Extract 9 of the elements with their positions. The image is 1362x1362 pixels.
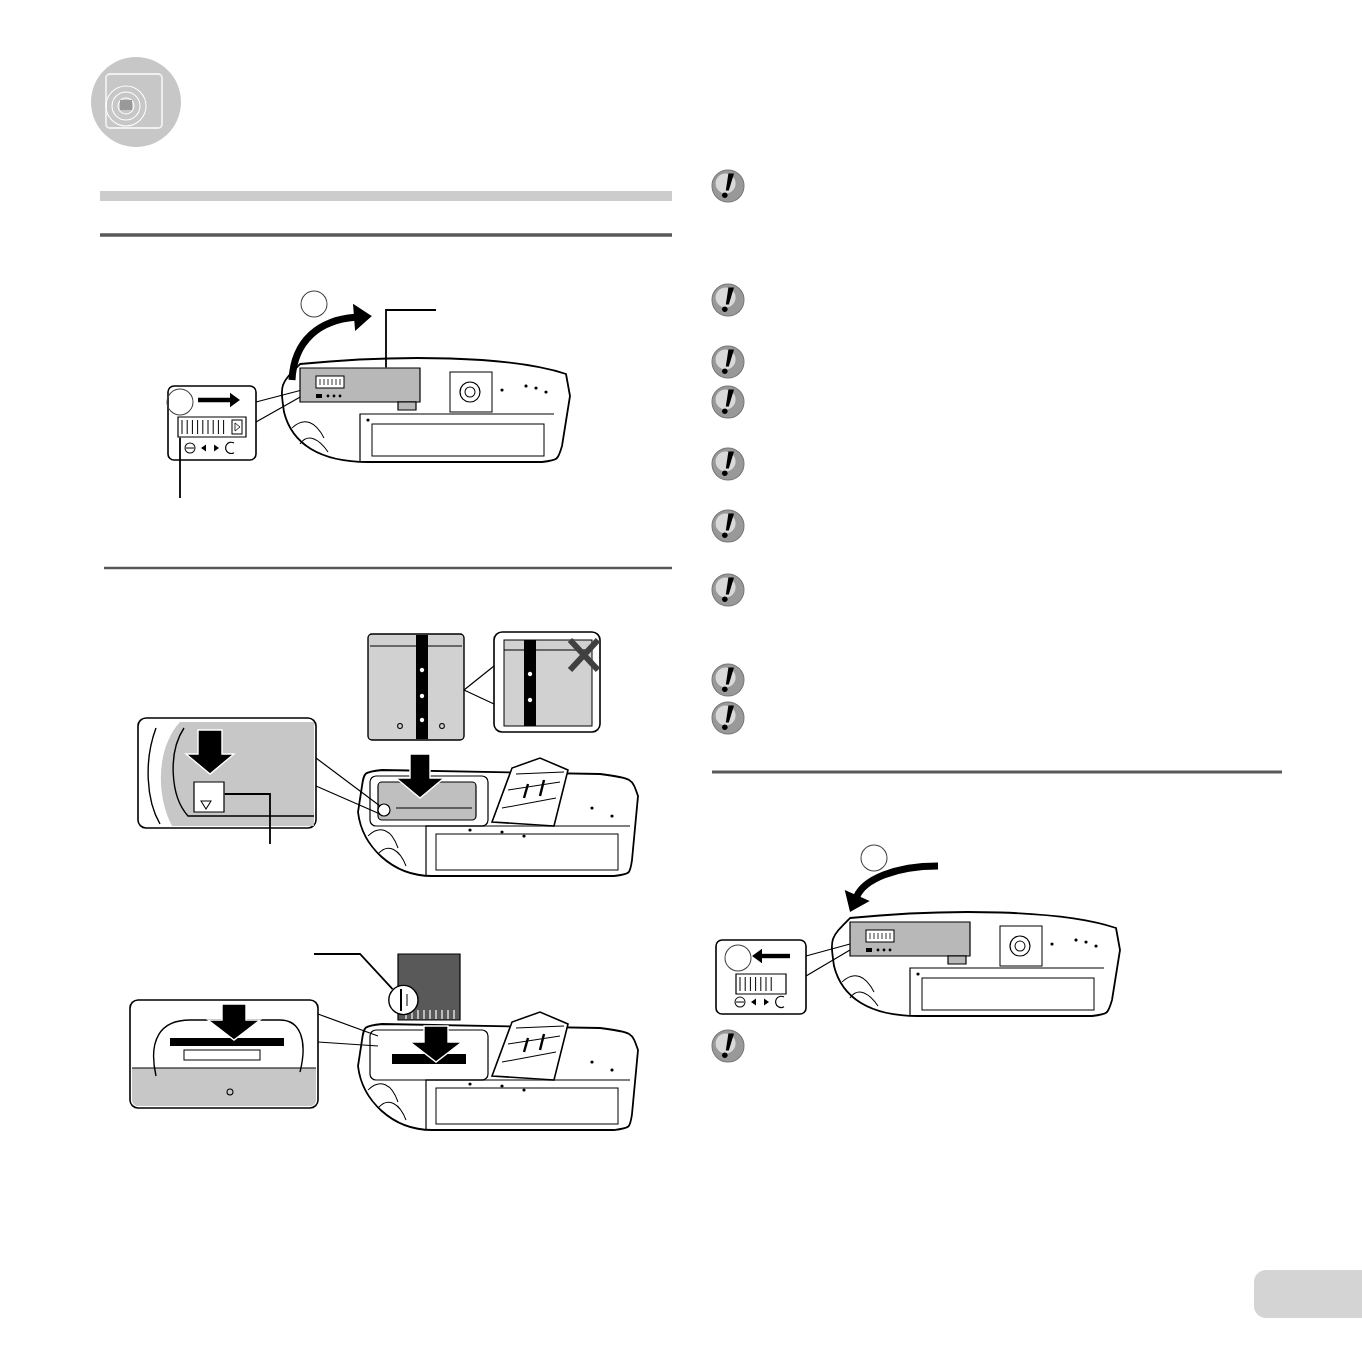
leader-line	[385, 309, 437, 369]
battery-cover	[849, 921, 971, 965]
battery-cover	[299, 367, 421, 411]
leader-line	[223, 793, 271, 845]
leader-line	[313, 953, 394, 991]
lock-knob	[177, 416, 247, 438]
lock-knob	[193, 781, 225, 813]
magnifier-circle	[388, 984, 419, 1016]
leader-line	[179, 436, 181, 499]
